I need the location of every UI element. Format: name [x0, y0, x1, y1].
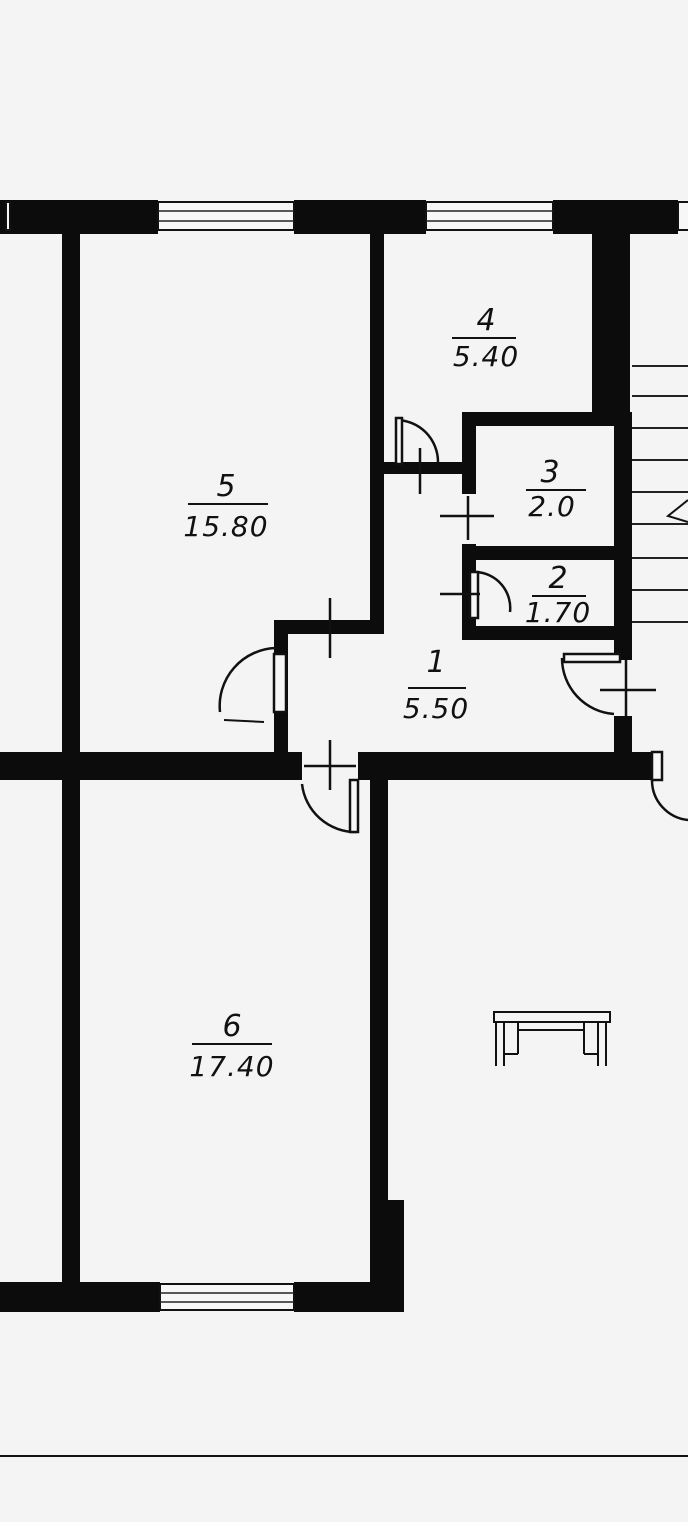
- room-area: 5.40: [453, 340, 519, 373]
- middle-wall-left: [0, 752, 302, 780]
- partition-wall-stub: [370, 462, 462, 474]
- partition-wall-6: [370, 780, 388, 1292]
- door-swing: [560, 652, 656, 716]
- room-area: 15.80: [183, 510, 268, 543]
- room3-bottom-wall: [462, 546, 632, 560]
- window: [5, 201, 11, 231]
- walls: [0, 200, 678, 1312]
- room-number: 6: [222, 1009, 241, 1044]
- top-wall-segment: [0, 200, 158, 234]
- bottom-wall-segment: [294, 1282, 404, 1312]
- room-number: 2: [548, 561, 567, 596]
- room-label-5: 5 15.80: [183, 469, 268, 543]
- window: [425, 201, 554, 231]
- room-number: 4: [476, 303, 495, 338]
- window: [159, 1283, 295, 1311]
- desk-symbol: [493, 1011, 611, 1066]
- room-number: 3: [540, 455, 559, 490]
- top-wall-edge: [0, 202, 6, 232]
- windows: [5, 201, 688, 1311]
- room-area: 2.0: [528, 490, 576, 523]
- door-swing: [440, 570, 512, 620]
- room-area: 1.70: [525, 596, 591, 629]
- room-number: 1: [426, 645, 445, 680]
- room-label-2: 2 1.70: [525, 561, 591, 629]
- room-area: 17.40: [189, 1050, 274, 1083]
- partition-wall-5-4: [370, 232, 384, 468]
- bottom-wall-segment: [0, 1282, 160, 1312]
- door-swing: [218, 598, 332, 723]
- middle-wall-right: [358, 752, 656, 780]
- door-swing: [394, 416, 440, 494]
- stair-arrow-icon: [665, 499, 688, 523]
- room3-left-wall: [462, 412, 476, 494]
- top-wall-segment: [553, 200, 678, 234]
- door-swing: [300, 740, 360, 834]
- room-label-6: 6 17.40: [189, 1009, 274, 1083]
- room2-bottom-wall: [462, 626, 632, 640]
- window: [157, 201, 295, 231]
- staircase: [632, 365, 688, 623]
- room-label-1: 1 5.50: [403, 645, 469, 725]
- door-swing: [650, 750, 688, 822]
- room-area: 5.50: [403, 692, 469, 725]
- doors: [218, 416, 688, 834]
- stair-wall-lower: [614, 420, 632, 660]
- stair-wall: [592, 232, 630, 422]
- top-wall-segment: [294, 200, 426, 234]
- room-label-3: 3 2.0: [526, 455, 586, 523]
- room-number: 5: [216, 469, 235, 504]
- room-label-4: 4 5.40: [452, 303, 519, 373]
- window: [677, 201, 688, 231]
- door-tick-mark: [440, 496, 494, 540]
- room3-top-wall: [462, 412, 632, 426]
- partition-wall-5-1: [370, 474, 384, 634]
